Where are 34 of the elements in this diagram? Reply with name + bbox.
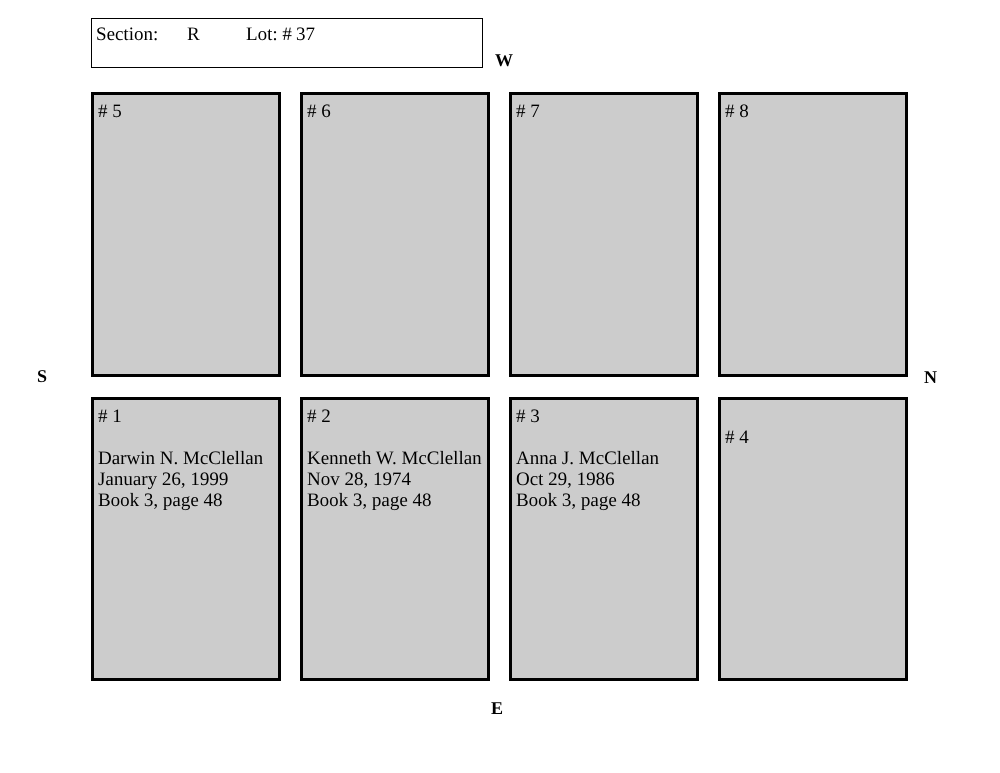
- person-name: Darwin N. McClellan: [98, 448, 264, 469]
- record-reference: Book 3, page 48: [307, 490, 433, 511]
- compass-letter: W: [495, 50, 513, 70]
- date-text: Oct 29, 1986: [516, 469, 616, 490]
- plot-number: # 6: [307, 101, 332, 122]
- plot-number: # 5: [98, 101, 123, 122]
- person-name: Anna J. McClellan: [516, 448, 660, 469]
- field-label: Lot: #: [246, 24, 292, 45]
- grave-plot: [509, 92, 699, 377]
- grave-plot: [718, 92, 908, 377]
- record-reference: Book 3, page 48: [516, 490, 642, 511]
- grave-plot: [718, 397, 908, 681]
- plot-number: # 1: [98, 406, 123, 427]
- date-text: Nov 28, 1974: [307, 469, 412, 490]
- compass-letter: E: [491, 698, 504, 718]
- grave-plot: [91, 397, 281, 681]
- plot-number: # 7: [516, 101, 541, 122]
- compass-letter: N: [924, 367, 937, 387]
- compass-letter: S: [37, 366, 48, 386]
- grave-plot: [300, 92, 490, 377]
- plot-number: # 8: [725, 101, 750, 122]
- plot-number: # 4: [725, 427, 750, 448]
- plot-number: # 3: [516, 406, 541, 427]
- grave-plot: [509, 397, 699, 681]
- person-name: Kenneth W. McClellan: [307, 448, 483, 469]
- field-label: Section:: [96, 24, 158, 45]
- grave-plot: [91, 92, 281, 377]
- field-value: 37: [296, 24, 315, 45]
- record-reference: Book 3, page 48: [98, 490, 224, 511]
- grave-plot: [300, 397, 490, 681]
- field-value: R: [187, 24, 200, 45]
- plot-number: # 2: [307, 406, 332, 427]
- date-text: January 26, 1999: [98, 469, 230, 490]
- title-box: [91, 18, 483, 68]
